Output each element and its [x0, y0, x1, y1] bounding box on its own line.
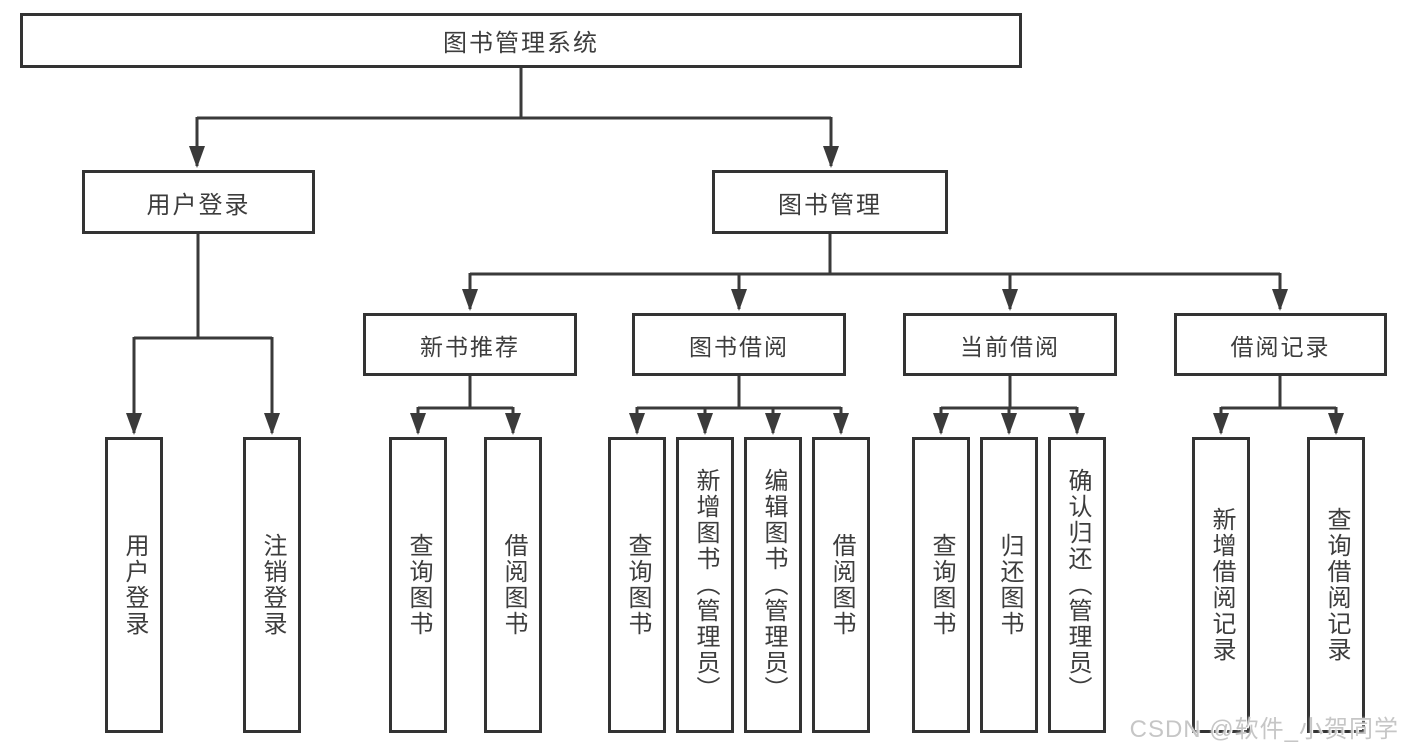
leaf-query-books-borrowing: 查询图书: [608, 437, 666, 733]
leaf-user-login: 用户登录: [105, 437, 163, 733]
leaf-confirm-return-admin-label: 确认归还（管理员）: [1064, 468, 1091, 702]
node-current-borrowing: 当前借阅: [903, 313, 1117, 376]
leaf-query-books-current-label: 查询图书: [928, 533, 955, 637]
node-library-system: 图书管理系统: [20, 13, 1022, 68]
leaf-query-books-current: 查询图书: [912, 437, 970, 733]
leaf-add-books-admin: 新增图书（管理员）: [676, 437, 734, 733]
leaf-user-login-label: 用户登录: [121, 533, 148, 637]
leaf-logout-login-label: 注销登录: [259, 533, 286, 637]
leaf-query-books-recommend-label: 查询图书: [405, 533, 432, 637]
watermark: CSDN @软件_小贺同学: [1129, 716, 1399, 743]
leaf-query-borrow-record-label: 查询借阅记录: [1323, 507, 1350, 663]
leaf-confirm-return-admin: 确认归还（管理员）: [1048, 437, 1106, 733]
node-book-management: 图书管理: [712, 170, 948, 234]
leaf-query-books-recommend: 查询图书: [389, 437, 447, 733]
node-borrowing-records: 借阅记录: [1174, 313, 1387, 376]
leaf-return-books: 归还图书: [980, 437, 1038, 733]
leaf-borrow-books-recommend-label: 借阅图书: [500, 533, 527, 637]
leaf-edit-books-admin-label: 编辑图书（管理员）: [760, 468, 787, 702]
node-new-book-recommendation: 新书推荐: [363, 313, 577, 376]
leaf-borrow-books-recommend: 借阅图书: [484, 437, 542, 733]
node-user-login: 用户登录: [82, 170, 315, 234]
leaf-return-books-label: 归还图书: [996, 533, 1023, 637]
leaf-query-borrow-record: 查询借阅记录: [1307, 437, 1365, 733]
leaf-edit-books-admin: 编辑图书（管理员）: [744, 437, 802, 733]
leaf-borrow-books-borrowing: 借阅图书: [812, 437, 870, 733]
leaf-borrow-books-borrowing-label: 借阅图书: [828, 533, 855, 637]
leaf-add-borrow-record-label: 新增借阅记录: [1208, 507, 1235, 663]
leaf-add-borrow-record: 新增借阅记录: [1192, 437, 1250, 733]
leaf-query-books-borrowing-label: 查询图书: [624, 533, 651, 637]
leaf-logout-login: 注销登录: [243, 437, 301, 733]
node-book-borrowing: 图书借阅: [632, 313, 846, 376]
leaf-add-books-admin-label: 新增图书（管理员）: [692, 468, 719, 702]
